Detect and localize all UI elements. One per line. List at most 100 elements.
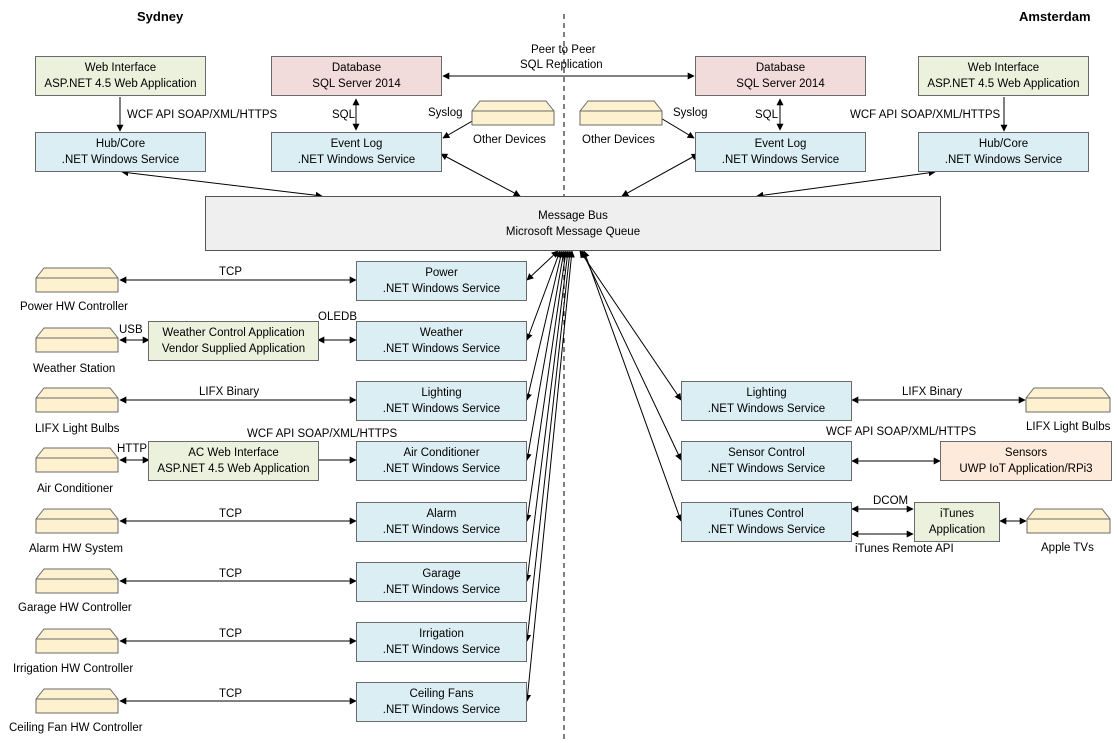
box-subtitle: Microsoft Message Queue [505,225,641,238]
aircon-service-box[interactable]: Air Conditioner .NET Windows Service [356,441,527,481]
garage-service-box[interactable]: Garage .NET Windows Service [356,562,527,602]
box-subtitle: .NET Windows Service [382,403,501,415]
box-subtitle: .NET Windows Service [707,463,826,475]
box-subtitle: .NET Windows Service [382,584,501,596]
box-subtitle: Vendor Supplied Application [161,343,306,355]
box-subtitle: .NET Windows Service [707,403,826,415]
connector-label: TCP [219,568,242,580]
ams-syslog-arrow [658,116,695,139]
syd-web-interface-box[interactable]: Web Interface ASP.NET 4.5 Web Applicatio… [35,56,206,96]
syd-eventlog-bus-arrow [440,153,521,197]
box-title: Air Conditioner [403,447,480,459]
garage-bus-arrow [524,250,571,582]
box-subtitle: .NET Windows Service [382,524,501,536]
ams-web-interface-box[interactable]: Web Interface ASP.NET 4.5 Web Applicatio… [918,56,1089,96]
box-subtitle: .NET Windows Service [61,154,180,166]
device-label: LIFX Light Bulbs [1026,421,1111,433]
ac-web-interface-box[interactable]: AC Web Interface ASP.NET 4.5 Web Applica… [148,441,319,481]
box-subtitle: .NET Windows Service [382,283,501,295]
box-title: Weather Control Application [162,327,305,339]
weather-service-box[interactable]: Weather .NET Windows Service [356,321,527,361]
other-devices-syd-icon[interactable] [470,99,556,127]
box-title: Weather [419,327,464,339]
connector-label: DCOM [873,495,909,507]
apple-tvs-icon[interactable] [1025,507,1112,535]
box-title: Garage [422,568,461,580]
weather-station-icon[interactable] [34,326,120,354]
connector-label: HTTP [117,443,148,455]
connector-label: TCP [219,508,242,520]
connector-label: SQL Replication [520,59,603,71]
irrigation-service-box[interactable]: Irrigation .NET Windows Service [356,622,527,662]
box-title: Hub/Core [978,138,1029,150]
weather-control-app-box[interactable]: Weather Control Application Vendor Suppl… [148,321,319,361]
alarm-bus-arrow [524,250,569,522]
box-title: Sensor Control [728,447,805,459]
sensors-iot-box[interactable]: Sensors UWP IoT Application/RPi3 [940,441,1112,481]
syd-database-box[interactable]: Database SQL Server 2014 [271,56,442,96]
connector-label: WCF API SOAP/XML/HTTPS [247,428,398,440]
box-subtitle: UWP IoT Application/RPi3 [959,463,1093,475]
syd-event-log-box[interactable]: Event Log .NET Windows Service [271,132,442,172]
box-title: Database [331,62,382,74]
box-title: Hub/Core [95,138,146,150]
device-label: Alarm HW System [29,543,123,555]
power-bus-arrow [526,250,559,281]
device-label: Power HW Controller [20,301,128,313]
alarm-hw-icon[interactable] [34,507,120,535]
box-title: Irrigation [419,628,464,640]
itunes-application-box[interactable]: iTunes Application [914,502,1000,542]
box-subtitle: .NET Windows Service [382,463,501,475]
ceiling-fan-hw-icon[interactable] [34,687,120,715]
alarm-service-box[interactable]: Alarm .NET Windows Service [356,502,527,542]
lifx-bulbs-syd-icon[interactable] [34,386,120,414]
garage-hw-icon[interactable] [34,567,120,595]
connector-label: TCP [219,266,242,278]
lighting-ams-service-box[interactable]: Lighting .NET Windows Service [681,381,852,421]
connector-label: Syslog [673,107,708,119]
site-title-amsterdam: Amsterdam [1019,9,1091,24]
device-label: LIFX Light Bulbs [35,423,120,435]
connector-label: OLEDB [318,311,357,323]
box-subtitle: .NET Windows Service [382,644,501,656]
device-label: Garage HW Controller [18,602,132,614]
syd-hub-core-box[interactable]: Hub/Core .NET Windows Service [35,132,206,172]
message-bus-box[interactable]: Message Bus Microsoft Message Queue [205,196,941,251]
power-hw-icon[interactable] [34,266,120,294]
ams-hub-core-box[interactable]: Hub/Core .NET Windows Service [918,132,1089,172]
connector-label: WCF API SOAP/XML/HTTPS [826,426,977,438]
box-title: iTunes [939,508,975,520]
connector-label: Peer to Peer [531,44,596,56]
itunes-ctrl-bus-arrow [582,250,683,522]
connector-label: LIFX Binary [199,386,260,398]
device-label: Other Devices [582,134,655,146]
power-service-box[interactable]: Power .NET Windows Service [356,261,527,301]
fans-bus-arrow [524,250,575,702]
box-subtitle: SQL Server 2014 [312,78,401,90]
ams-event-log-box[interactable]: Event Log .NET Windows Service [695,132,866,172]
box-title: AC Web Interface [188,447,279,459]
sensor-control-service-box[interactable]: Sensor Control .NET Windows Service [681,441,852,481]
connector-label: iTunes Remote API [855,543,954,555]
box-subtitle: ASP.NET 4.5 Web Application [927,78,1080,90]
lighting-syd-service-box[interactable]: Lighting .NET Windows Service [356,381,527,421]
box-title: Web Interface [84,62,157,74]
box-title: Ceiling Fans [409,688,474,700]
box-subtitle: ASP.NET 4.5 Web Application [44,78,197,90]
irrigation-hw-icon[interactable] [34,627,120,655]
box-subtitle: .NET Windows Service [707,524,826,536]
device-label: Air Conditioner [37,483,114,495]
box-title: Power [425,267,458,279]
sensor-ctrl-bus-arrow [581,250,682,461]
other-devices-ams-icon[interactable] [578,99,664,127]
box-title: Database [755,62,806,74]
connector-label: SQL [332,109,356,121]
lifx-bulbs-ams-icon[interactable] [1024,386,1112,414]
ams-database-box[interactable]: Database SQL Server 2014 [695,56,866,96]
air-conditioner-hw-icon[interactable] [34,446,120,474]
ceiling-fans-service-box[interactable]: Ceiling Fans .NET Windows Service [356,682,527,722]
box-subtitle: .NET Windows Service [382,704,501,716]
connector-label: WCF API SOAP/XML/HTTPS [850,109,1001,121]
itunes-control-service-box[interactable]: iTunes Control .NET Windows Service [681,502,852,542]
device-label: Apple TVs [1041,542,1094,554]
